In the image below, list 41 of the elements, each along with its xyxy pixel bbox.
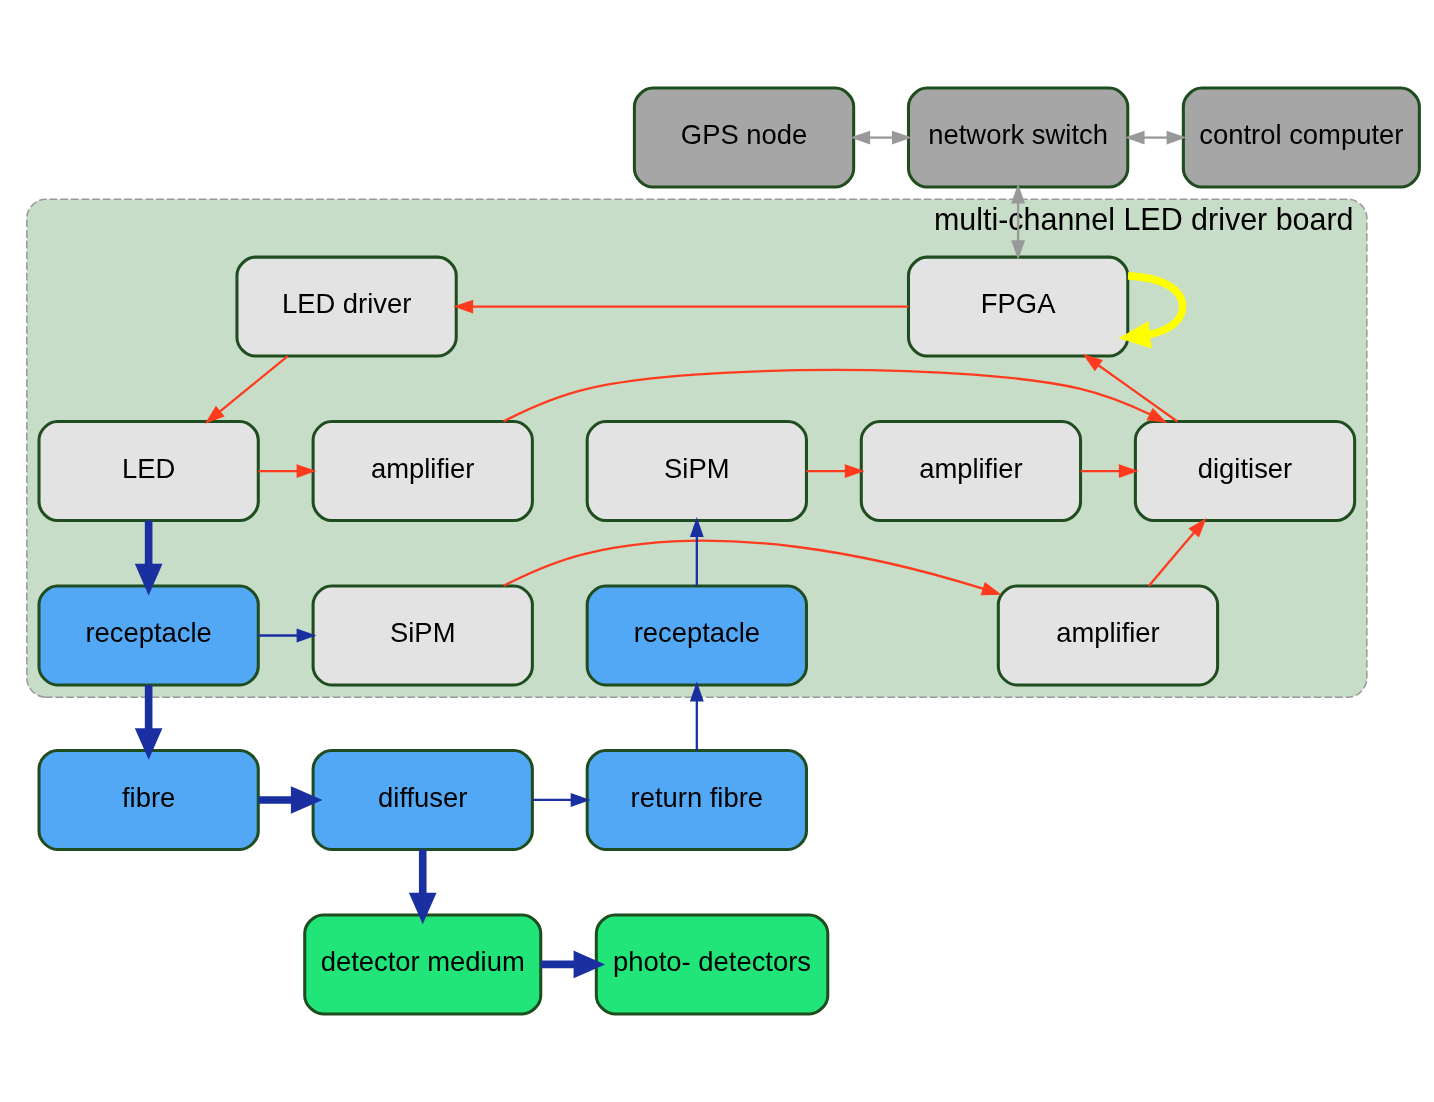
node-box: LED driver [235,255,458,358]
arrow [134,520,163,596]
arrow [1011,183,1026,261]
node-box: detector medium [303,913,543,1016]
node-box: digitiser [1133,420,1357,523]
node-box: GPS node [632,86,856,189]
arrow [204,355,289,424]
node-box: fibre [37,748,260,851]
node-box: receptacle [585,584,808,687]
node-box: amplifier [859,420,1083,523]
arrow [689,517,704,586]
arrow [258,464,317,478]
arrow [689,681,704,751]
node-box: network switch [906,86,1130,189]
arrow [532,793,591,807]
arrow [1080,464,1139,478]
arrow [258,628,317,643]
node-box: receptacle [37,584,260,687]
arrow [258,786,323,814]
arrow [850,130,912,145]
arrow [806,464,865,478]
node-box: FPGA [906,255,1130,358]
node-box: control computer [1181,86,1421,189]
node-box: return fibre [585,748,808,851]
node-box: amplifier [311,420,534,523]
arrow [134,685,163,760]
arrow [503,539,1002,596]
arrow [408,849,437,925]
node-box: LED [37,420,260,523]
arrow [1082,354,1179,423]
node-box: diffuser [311,748,534,851]
arrow [1147,517,1207,587]
node-box: photo- detectors [594,913,830,1016]
node-box: SiPM [585,420,808,523]
arrow [503,368,1168,423]
arrow [1124,130,1187,145]
arrow [453,299,909,314]
arrow [1118,272,1187,349]
node-box: amplifier [996,584,1220,687]
arrow [540,950,606,979]
node-box: SiPM [311,584,534,687]
